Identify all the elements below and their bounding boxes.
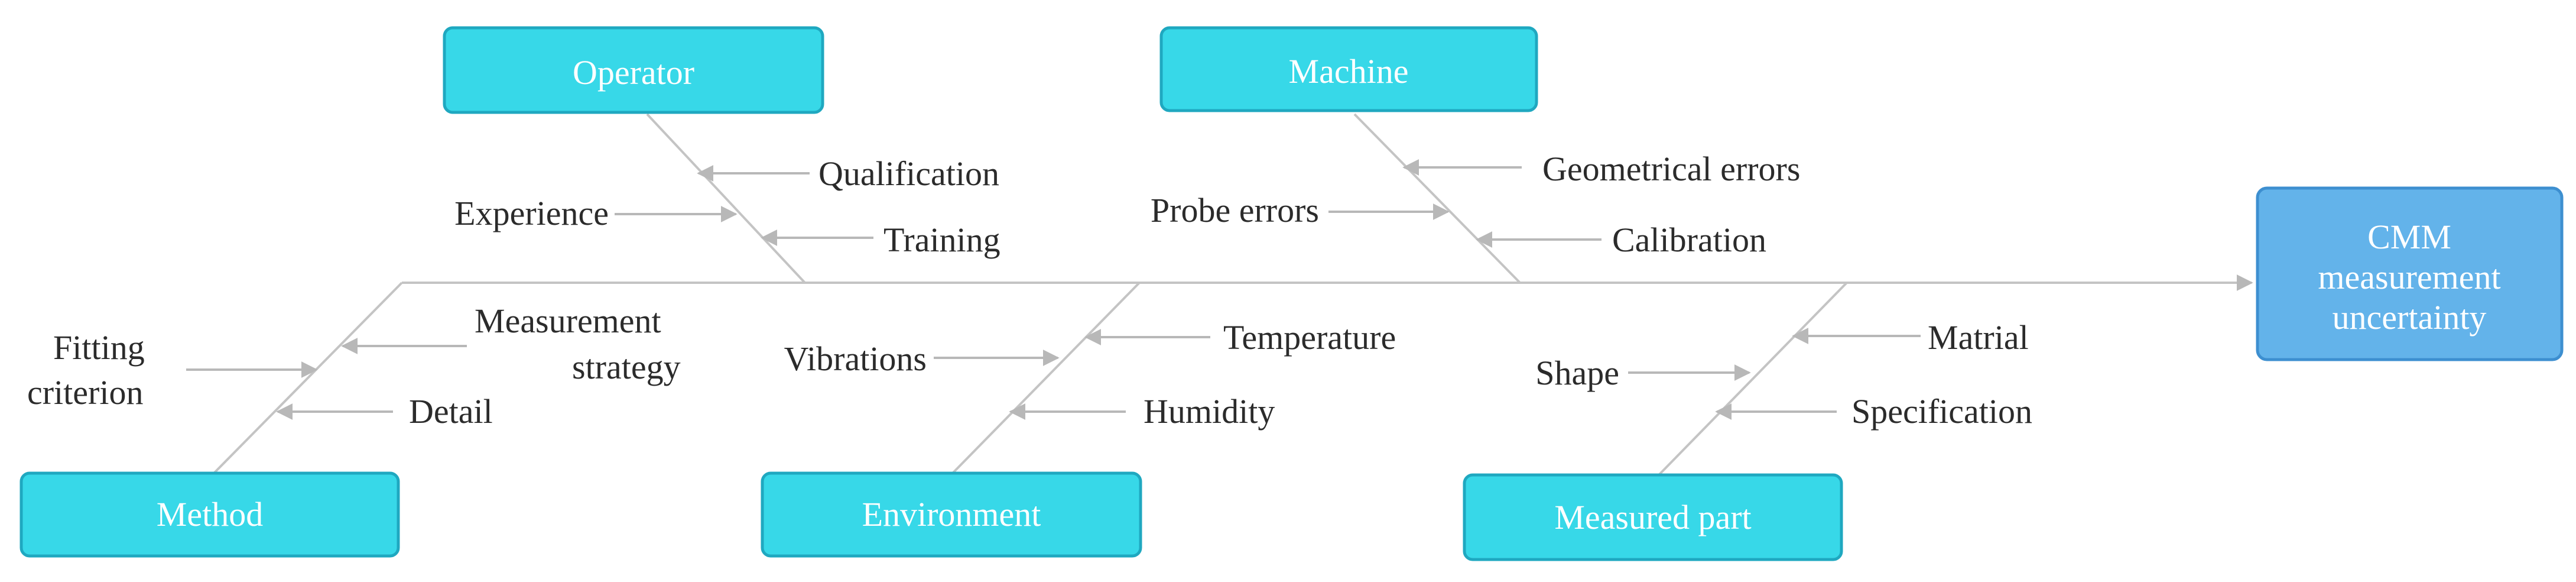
cause-temperature: Temperature [1223, 318, 1396, 357]
category-environment: Environment [761, 471, 1142, 558]
bone-environment [950, 282, 1141, 476]
cause-detail: Detail [409, 392, 493, 431]
cause-training: Training [883, 221, 1000, 259]
bone-machine [1353, 113, 1521, 284]
category-measured-part: Measured part [1463, 473, 1843, 561]
cause-specification: Specification [1851, 392, 2032, 431]
cause-experience: Experience [454, 194, 609, 232]
effect-label-line3: uncertainty [2333, 298, 2487, 337]
cause-calibration: Calibration [1612, 221, 1766, 259]
bone-method [212, 282, 403, 476]
cause-strategy-line2: strategy [572, 348, 681, 386]
cause-material: Matrial [1928, 318, 2029, 357]
bone-measured-part [1658, 282, 1848, 476]
category-machine-label: Machine [1289, 52, 1409, 90]
cause-strategy-line1: Measurement [475, 302, 661, 340]
category-method: Method [20, 471, 400, 558]
cause-vibrations: Vibrations [784, 340, 927, 378]
category-method-label: Method [157, 495, 263, 534]
bone-operator [646, 113, 806, 284]
effect-box: CMM measurement uncertainty [2256, 186, 2564, 361]
category-measured-part-label: Measured part [1554, 498, 1751, 536]
cause-fitting-line1: Fitting [53, 328, 145, 367]
effect-label-line2: measurement [2318, 258, 2500, 296]
cause-probe-errors: Probe errors [1151, 191, 1319, 229]
effect-label-line1: CMM [2367, 218, 2451, 256]
category-environment-label: Environment [862, 495, 1041, 534]
category-machine: Machine [1159, 26, 1538, 112]
cause-geometrical-errors: Geometrical errors [1542, 150, 1800, 188]
category-operator-label: Operator [573, 53, 694, 92]
category-operator: Operator [443, 26, 824, 114]
cause-humidity: Humidity [1144, 392, 1275, 431]
cause-shape: Shape [1535, 354, 1619, 392]
cause-qualification: Qualification [818, 154, 999, 193]
cause-fitting-line2: criterion [27, 373, 143, 412]
